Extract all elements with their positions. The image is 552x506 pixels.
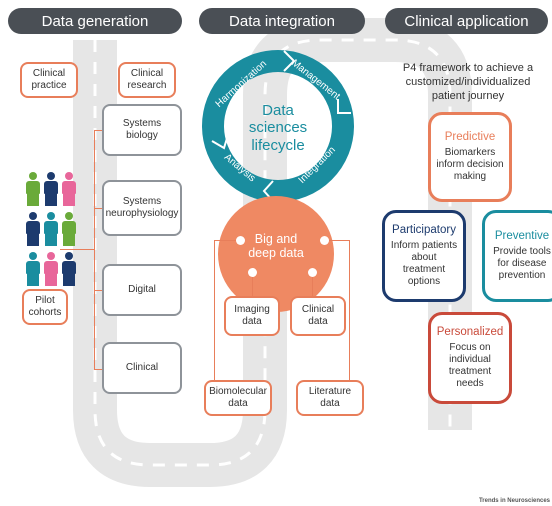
person-icon — [44, 212, 58, 246]
personalized-desc: Focus on individual treatment needs — [448, 341, 492, 389]
pilot-cohorts-box: Pilot cohorts — [22, 289, 68, 325]
connector-dot-left — [236, 236, 245, 245]
journal-watermark: Trends in Neurosciences — [478, 498, 550, 504]
clinical-box: Clinical — [102, 342, 182, 394]
person-icon-part — [47, 252, 55, 260]
lifecycle-title: Data sciences lifecycle — [248, 102, 308, 154]
preventive-title: Preventive — [494, 230, 550, 243]
header-clinical-application: Clinical application — [385, 8, 548, 34]
person-icon — [26, 212, 40, 246]
connector-line-left-h — [214, 240, 236, 241]
connector-line-clinical — [312, 277, 313, 297]
person-icon-part — [27, 193, 33, 206]
clinical-research-box: Clinical research — [118, 62, 176, 98]
person-icon-part — [65, 252, 73, 260]
person-icon-part — [51, 273, 57, 286]
person-icon-part — [29, 212, 37, 220]
person-icon-part — [26, 181, 40, 194]
bracket-tick-neurophysiology — [94, 208, 102, 209]
person-icon — [62, 212, 76, 246]
person-icon-part — [65, 212, 73, 220]
person-icon-part — [69, 233, 75, 246]
personalized-card: Personalized Focus on individual treatme… — [428, 312, 512, 404]
person-icon-part — [33, 233, 39, 246]
person-icon-part — [26, 261, 40, 274]
person-icon-part — [63, 193, 69, 206]
person-icon — [62, 252, 76, 286]
participatory-title: Participatory — [392, 224, 456, 237]
predictive-card: Predictive Biomarkers inform decision ma… — [428, 112, 512, 202]
person-icon — [44, 172, 58, 206]
p4-framework-title: P4 framework to achieve a customized/ind… — [402, 62, 534, 102]
person-icon-part — [33, 273, 39, 286]
person-icon — [44, 252, 58, 286]
person-icon-part — [65, 172, 73, 180]
participatory-desc: Inform patients about treatment options — [390, 239, 458, 287]
connector-dot-lower-left — [248, 268, 257, 277]
person-icon — [26, 172, 40, 206]
person-icon-part — [62, 261, 76, 274]
person-icon-part — [45, 273, 51, 286]
person-icon-part — [44, 181, 58, 194]
big-data-label: Big and deep data — [248, 232, 304, 261]
preventive-desc: Provide tools for disease prevention — [493, 245, 551, 281]
person-icon-part — [29, 252, 37, 260]
connector-dot-right — [320, 236, 329, 245]
person-icon-part — [51, 233, 57, 246]
bracket-tick-horizontal — [60, 249, 94, 250]
person-icon-part — [44, 221, 58, 234]
personalized-title: Personalized — [436, 326, 504, 339]
person-icon-part — [63, 233, 69, 246]
person-icon-part — [45, 193, 51, 206]
person-icon-part — [26, 221, 40, 234]
digital-box: Digital — [102, 264, 182, 316]
participatory-card: Participatory Inform patients about trea… — [382, 210, 466, 302]
header-data-integration: Data integration — [199, 8, 365, 34]
predictive-desc: Biomarkers inform decision making — [436, 146, 504, 182]
person-icon-part — [69, 193, 75, 206]
person-icon-part — [27, 233, 33, 246]
connector-line-right-v — [349, 240, 350, 380]
person-icon — [26, 252, 40, 286]
header-data-generation: Data generation — [8, 8, 182, 34]
systems-biology-box: Systems biology — [102, 104, 182, 156]
big-data-circle — [218, 196, 334, 312]
lifecycle-ring: Harmonization Management Integration Ana… — [202, 50, 354, 202]
person-icon-part — [45, 233, 51, 246]
preventive-card: Preventive Provide tools for disease pre… — [482, 210, 552, 302]
person-icon-part — [51, 193, 57, 206]
clinical-practice-box: Clinical practice — [20, 62, 78, 98]
category-bracket — [94, 130, 103, 370]
connector-line-imaging — [252, 277, 253, 297]
person-icon — [62, 172, 76, 206]
connector-line-right-h — [329, 240, 349, 241]
predictive-title: Predictive — [444, 131, 496, 144]
clinical-data-box: Clinical data — [290, 296, 346, 336]
person-icon-part — [47, 172, 55, 180]
person-icon-part — [27, 273, 33, 286]
person-icon-part — [63, 273, 69, 286]
connector-dot-lower-right — [308, 268, 317, 277]
person-icon-part — [62, 181, 76, 194]
biomolecular-data-box: Biomolecular data — [204, 380, 272, 416]
imaging-data-box: Imaging data — [224, 296, 280, 336]
bracket-tick-digital — [94, 290, 102, 291]
person-icon-part — [33, 193, 39, 206]
person-icon-part — [62, 221, 76, 234]
person-icon-part — [29, 172, 37, 180]
connector-line-left-v — [214, 240, 215, 380]
systems-neurophysiology-box: Systems neurophysiology — [102, 180, 182, 236]
person-icon-part — [47, 212, 55, 220]
person-icon-part — [44, 261, 58, 274]
literature-data-box: Literature data — [296, 380, 364, 416]
person-icon-part — [69, 273, 75, 286]
